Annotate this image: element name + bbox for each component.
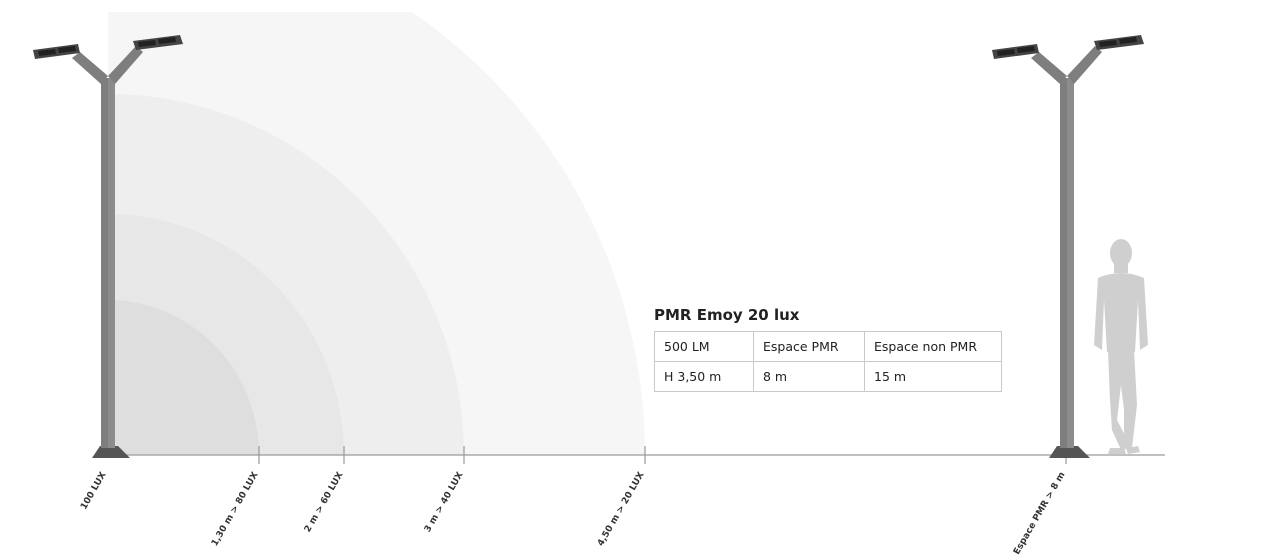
table-row: H 3,50 m 8 m 15 m xyxy=(654,361,1002,392)
lamp-post-left xyxy=(33,35,183,458)
table-cell: 8 m xyxy=(753,361,865,392)
label-40-lux: 3 m > 40 LUX xyxy=(423,470,466,534)
label-60-lux: 2 m > 60 LUX xyxy=(303,470,346,534)
label-pmr-space: Espace PMR > 8 m xyxy=(1012,471,1067,555)
lamp-arm-left xyxy=(72,52,108,84)
label-100-lux: 100 LUX xyxy=(79,470,108,511)
table-cell: H 3,50 m xyxy=(654,361,754,392)
zone-80-lux xyxy=(108,300,259,455)
table-cell: 500 LM xyxy=(654,331,754,362)
table-cell: Espace PMR xyxy=(753,331,865,362)
person-silhouette xyxy=(1094,239,1148,454)
tick-labels: 100 LUX 1,30 m > 80 LUX 2 m > 60 LUX 3 m… xyxy=(79,470,1067,555)
table-cell: 15 m xyxy=(864,361,1002,392)
lamp-base xyxy=(1049,446,1090,458)
lamp-base xyxy=(92,446,130,458)
label-80-lux: 1,30 m > 80 LUX xyxy=(210,470,261,548)
lamp-arm-right xyxy=(108,46,143,84)
table-row: 500 LM Espace PMR Espace non PMR xyxy=(654,331,1002,362)
illumination-zones xyxy=(108,12,646,455)
spec-table: 500 LM Espace PMR Espace non PMR H 3,50 … xyxy=(654,331,1002,392)
label-20-lux: 4,50 m > 20 LUX xyxy=(596,470,647,548)
lamp-arm-right xyxy=(1067,46,1102,84)
lamp-post-right xyxy=(992,35,1144,458)
table-title: PMR Emoy 20 lux xyxy=(654,306,800,324)
lamp-arm-left xyxy=(1031,52,1067,84)
table-cell: Espace non PMR xyxy=(864,331,1002,362)
